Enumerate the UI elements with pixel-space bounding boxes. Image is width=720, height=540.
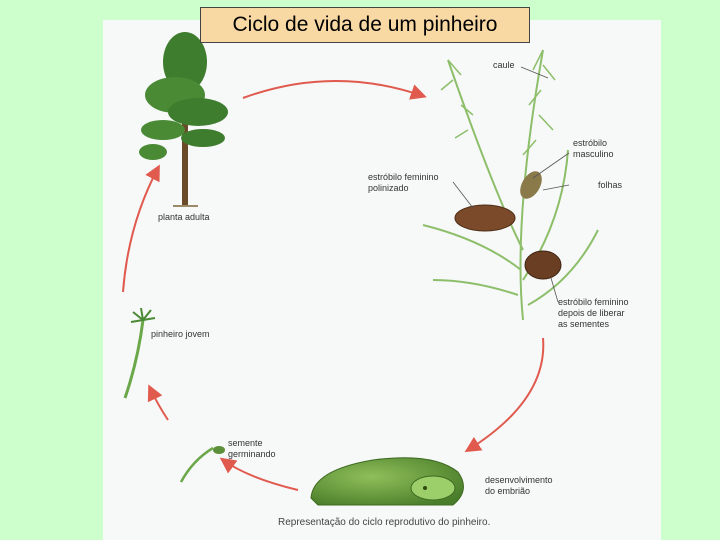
- label-pinheiro-jovem: pinheiro jovem: [151, 329, 210, 340]
- germinating-seed-illustration: [181, 446, 225, 482]
- slide-title: Ciclo de vida de um pinheiro: [200, 7, 530, 43]
- label-folhas: folhas: [598, 180, 622, 191]
- cycle-arrow-top: [243, 81, 423, 98]
- young-pine-illustration: [125, 308, 155, 398]
- pollinated-cone-shape: [455, 205, 515, 231]
- label-caule: caule: [493, 60, 515, 71]
- open-cone-shape: [525, 251, 561, 279]
- label-estrobilo-masculino: estróbilo masculino: [573, 138, 614, 160]
- male-cone-shape: [516, 168, 547, 203]
- label-estrobilo-feminino-polinizado: estróbilo feminino polinizado: [368, 172, 439, 194]
- label-desenvolvimento-embriao: desenvolvimento do embrião: [485, 475, 553, 497]
- embryo-seed-illustration: [311, 458, 463, 505]
- pine-branch-illustration: [423, 50, 598, 320]
- cycle-arrow-right: [468, 338, 543, 450]
- label-planta-adulta: planta adulta: [158, 212, 210, 223]
- cycle-arrow-lower-left: [150, 388, 168, 420]
- figure-caption: Representação do ciclo reprodutivo do pi…: [278, 517, 490, 528]
- life-cycle-figure: caule estróbilo masculino estróbilo femi…: [103, 20, 661, 540]
- label-estrobilo-feminino-liberar: estróbilo feminino depois de liberar as …: [558, 297, 629, 330]
- cycle-arrow-left: [123, 168, 158, 292]
- cycle-arrow-bottom: [223, 460, 298, 490]
- life-cycle-drawing: [103, 20, 661, 540]
- label-semente-germinando: semente germinando: [228, 438, 276, 460]
